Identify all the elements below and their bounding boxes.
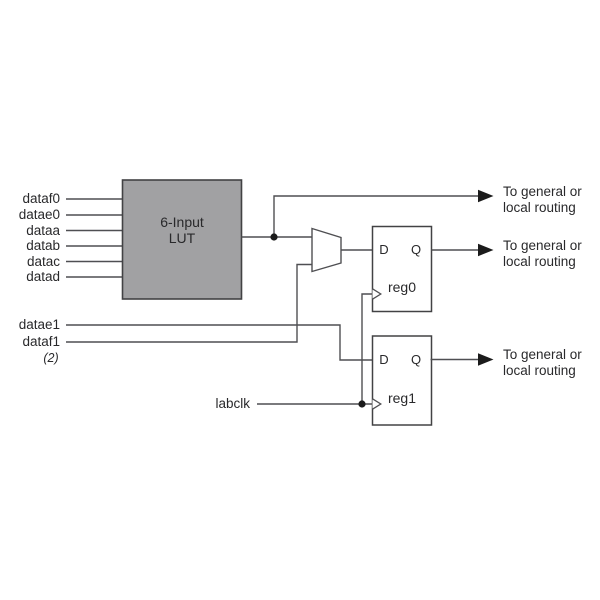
input-label-dataf1: dataf1 [22, 334, 60, 349]
output-text-bottom-line1: To general or [503, 347, 582, 362]
output-arrowhead-top [478, 189, 494, 203]
reg0-name-label: reg0 [387, 279, 417, 295]
mux [311, 227, 342, 273]
reg0-box [371, 225, 433, 313]
output-text-middle-line1: To general or [503, 238, 582, 253]
output-text-bottom-line2: local routing [503, 362, 576, 378]
input-label-dataf0: dataf0 [22, 191, 60, 206]
reg1-q-pin-label: Q [410, 352, 422, 367]
wire-clock-riser [361, 293, 373, 404]
lut-label-line1: 6-Input [160, 214, 204, 230]
input-label-datab: datab [26, 238, 60, 253]
reg1-name-label: reg1 [387, 390, 417, 406]
input-label-datac: datac [26, 253, 60, 269]
wire-dataf1 [66, 263, 312, 343]
output-text-middle-line2: local routing [503, 253, 576, 269]
reg0-clock-triangle-icon [372, 288, 383, 300]
output-text-bottom: To general or local routing [503, 347, 599, 378]
lut-label-line2: LUT [168, 229, 196, 246]
reg1-clock-triangle-icon [372, 398, 383, 410]
input-label-dataa: dataa [26, 222, 60, 238]
input-label-datae1: datae1 [18, 317, 60, 332]
input-label-datae0: datae0 [18, 207, 60, 222]
lut-box [121, 179, 243, 300]
reg0-d-pin-label: D [379, 242, 389, 257]
output-text-top-line2: local routing [503, 199, 576, 215]
reg1-box [371, 335, 433, 426]
output-text-middle: To general or local routing [503, 238, 599, 269]
output-text-top-line1: To general or [503, 184, 582, 199]
junction-dot-lut-output [270, 233, 278, 241]
input-label-datad: datad [26, 269, 60, 284]
output-arrowhead-bottom [478, 353, 494, 366]
wire-datae1 [66, 324, 373, 361]
clock-label-labclk: labclk [215, 396, 250, 411]
output-text-top: To general or local routing [503, 184, 599, 215]
output-arrowhead-middle [478, 243, 494, 257]
dataf1-footnote: (2) [43, 351, 59, 365]
lut-label: 6-Input LUT [122, 214, 242, 246]
junction-dot-labclk [358, 400, 366, 408]
wire-lut-bypass [273, 195, 479, 237]
reg0-q-pin-label: Q [410, 242, 422, 257]
reg1-d-pin-label: D [379, 352, 389, 367]
